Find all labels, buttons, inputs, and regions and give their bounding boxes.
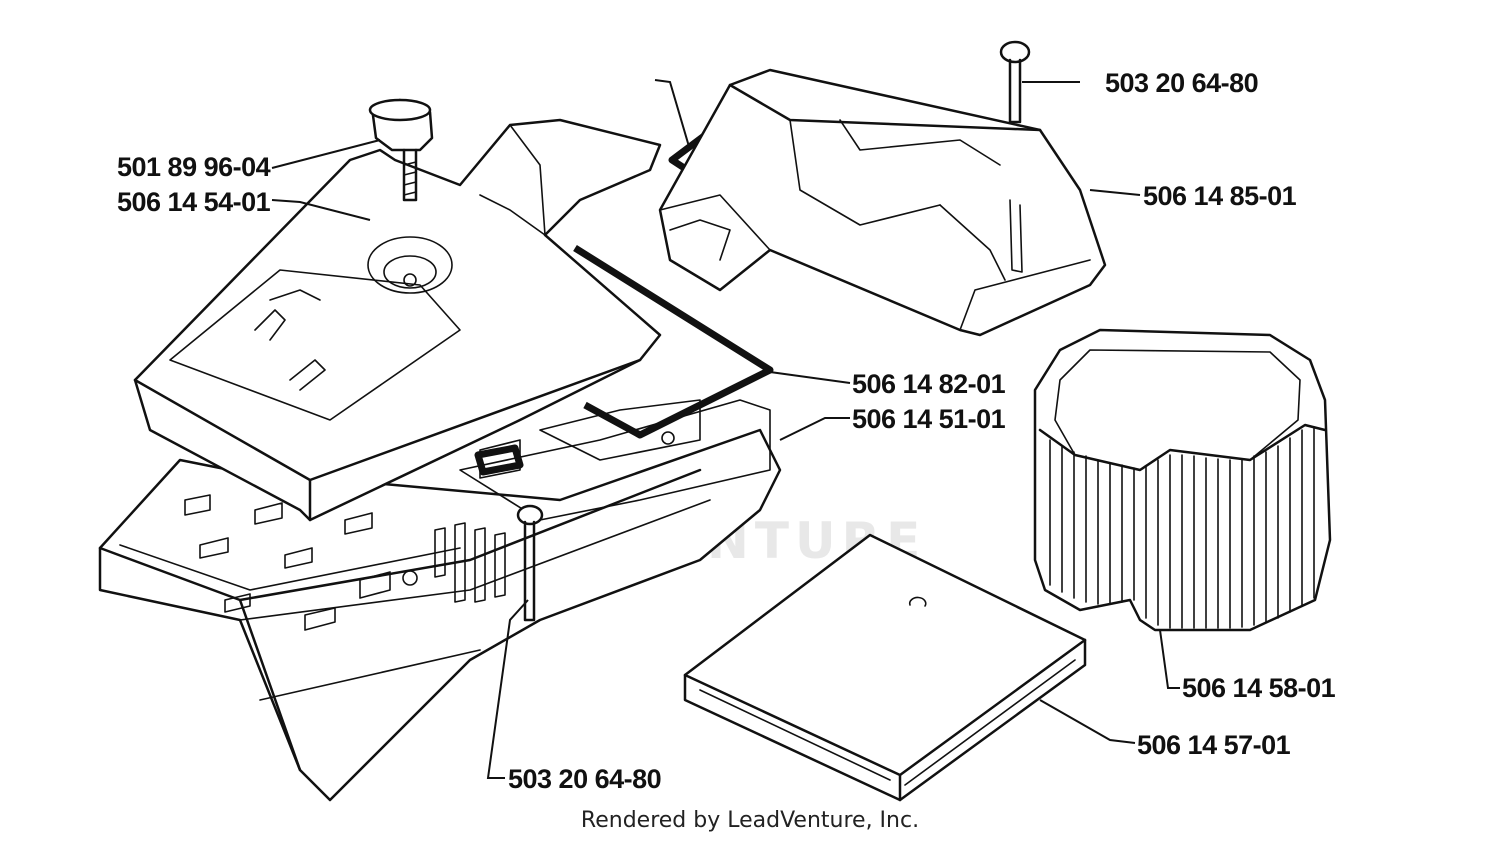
cylinder-cover-drawing	[133, 118, 662, 522]
gasket-drawing	[474, 245, 774, 476]
part-number-screw-top: 503 20 64-80	[1105, 68, 1258, 98]
pre-filter-drawing	[683, 533, 1087, 802]
knob-drawing	[368, 98, 434, 202]
air-filter-cover-drawing	[658, 68, 1107, 337]
part-number-cylinder-cover: 506 14 54-01	[117, 187, 271, 217]
screw-bottom-drawing	[516, 504, 544, 622]
part-number-knob: 501 89 96-04	[117, 152, 271, 182]
part-number-filter-holder: 506 14 51-01	[852, 404, 1006, 434]
leader-lines	[271, 79, 1180, 779]
footer-credit: Rendered by LeadVenture, Inc.	[580, 808, 920, 833]
filter-pleats	[1049, 427, 1315, 629]
part-number-gasket: 506 14 82-01	[852, 369, 1006, 399]
part-number-air-filter-cover: 506 14 85-01	[1143, 181, 1297, 211]
part-number-air-filter: 506 14 58-01	[1182, 673, 1336, 703]
filter-holder-drawing	[98, 399, 782, 802]
part-number-pre-filter: 506 14 57-01	[1137, 730, 1291, 760]
air-filter-drawing	[1033, 328, 1332, 632]
part-number-screw-bottom: 503 20 64-80	[508, 764, 661, 794]
screw-top-drawing	[999, 40, 1031, 124]
